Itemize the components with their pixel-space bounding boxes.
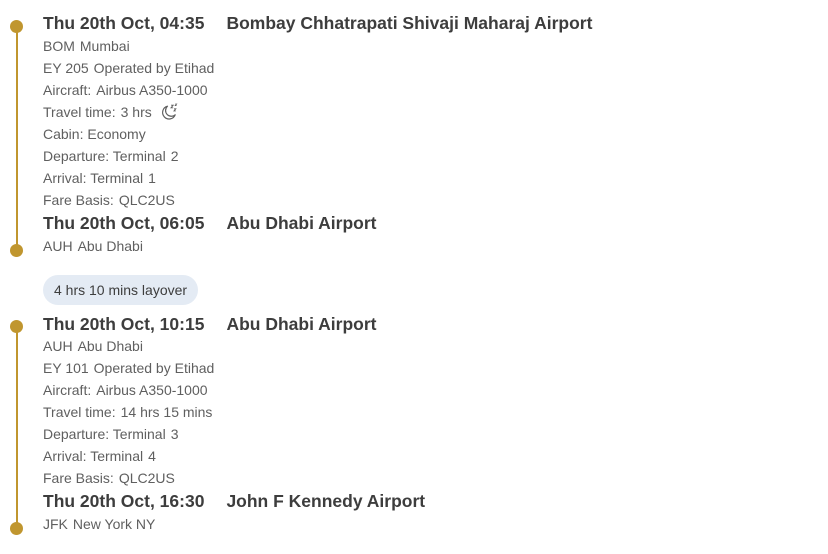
aircraft-info: Aircraft: Airbus A350-1000 xyxy=(43,380,208,400)
aircraft-info: Aircraft: Airbus A350-1000 xyxy=(43,80,208,100)
city-name: Abu Dhabi xyxy=(77,338,143,354)
arrival-terminal-info: Arrival: Terminal 1 xyxy=(43,168,156,188)
departure-terminal-value: 2 xyxy=(170,148,179,164)
arrival-airport: Abu Dhabi Airport xyxy=(226,213,377,233)
aircraft-value: Airbus A350-1000 xyxy=(96,82,208,98)
timeline-dot-departure xyxy=(10,20,23,33)
travel-time-value: 3 hrs xyxy=(120,104,152,120)
arrival-time: Thu 20th Oct, 06:05 xyxy=(43,213,205,233)
timeline-dot-arrival xyxy=(10,522,23,535)
arrival-location: AUH Abu Dhabi xyxy=(43,236,143,256)
arrival-airport: John F Kennedy Airport xyxy=(226,491,426,511)
arrival-terminal-label: Arrival: Terminal xyxy=(43,448,144,464)
travel-time-info: Travel time: 3 hrs xyxy=(43,102,178,122)
fare-basis-info: Fare Basis: QLC2US xyxy=(43,468,175,488)
fare-basis-info: Fare Basis: QLC2US xyxy=(43,190,175,210)
departure-time: Thu 20th Oct, 10:15 xyxy=(43,314,205,334)
operator: Operated by Etihad xyxy=(93,60,215,76)
airport-code: AUH xyxy=(43,338,73,354)
city-name: Mumbai xyxy=(79,38,130,54)
departure-airport: Bombay Chhatrapati Shivaji Maharaj Airpo… xyxy=(226,13,593,33)
arrival-time: Thu 20th Oct, 16:30 xyxy=(43,491,205,511)
cabin-info: Cabin: Economy xyxy=(43,124,146,144)
travel-time-info: Travel time: 14 hrs 15 mins xyxy=(43,402,212,422)
operator: Operated by Etihad xyxy=(93,360,215,376)
layover-badge: 4 hrs 10 mins layover xyxy=(43,275,199,305)
fare-basis-label: Fare Basis: xyxy=(43,192,114,208)
arrival-terminal-label: Arrival: Terminal xyxy=(43,170,144,186)
aircraft-label: Aircraft: xyxy=(43,82,92,98)
timeline-dot-arrival xyxy=(10,244,23,257)
arrival-terminal-value: 1 xyxy=(148,170,156,186)
flight-info: EY 101 Operated by Etihad xyxy=(43,358,214,378)
city-name: Abu Dhabi xyxy=(77,238,143,254)
airport-code: JFK xyxy=(43,516,68,532)
fare-basis-label: Fare Basis: xyxy=(43,470,114,486)
departure-time: Thu 20th Oct, 04:35 xyxy=(43,13,205,33)
flight-info: EY 205 Operated by Etihad xyxy=(43,58,214,78)
timeline-line xyxy=(16,326,18,528)
departure-header: Thu 20th Oct, 10:15 Abu Dhabi Airport xyxy=(43,314,376,340)
aircraft-label: Aircraft: xyxy=(43,382,92,398)
departure-terminal-info: Departure: Terminal 3 xyxy=(43,424,178,444)
flight-number: EY 101 xyxy=(43,360,89,376)
arrival-location: JFK New York NY xyxy=(43,514,155,534)
cabin-value: Cabin: Economy xyxy=(43,126,146,142)
fare-basis-value: QLC2US xyxy=(118,470,175,486)
aircraft-value: Airbus A350-1000 xyxy=(96,382,208,398)
departure-location: BOM Mumbai xyxy=(43,36,130,56)
departure-terminal-label: Departure: Terminal xyxy=(43,148,166,164)
arrival-header: Thu 20th Oct, 16:30 John F Kennedy Airpo… xyxy=(43,491,425,517)
departure-location: AUH Abu Dhabi xyxy=(43,336,143,356)
travel-time-label: Travel time: xyxy=(43,104,116,120)
departure-header: Thu 20th Oct, 04:35 Bombay Chhatrapati S… xyxy=(43,13,592,39)
travel-time-label: Travel time: xyxy=(43,404,116,420)
timeline-line xyxy=(16,26,18,250)
departure-terminal-info: Departure: Terminal 2 xyxy=(43,146,178,166)
departure-terminal-label: Departure: Terminal xyxy=(43,426,166,442)
timeline-dot-departure xyxy=(10,320,23,333)
fare-basis-value: QLC2US xyxy=(118,192,175,208)
departure-airport: Abu Dhabi Airport xyxy=(226,314,377,334)
airport-code: BOM xyxy=(43,38,75,54)
flight-number: EY 205 xyxy=(43,60,89,76)
departure-terminal-value: 3 xyxy=(170,426,179,442)
city-name: New York NY xyxy=(72,516,156,532)
airport-code: AUH xyxy=(43,238,73,254)
arrival-header: Thu 20th Oct, 06:05 Abu Dhabi Airport xyxy=(43,213,376,239)
arrival-terminal-value: 4 xyxy=(148,448,156,464)
arrival-terminal-info: Arrival: Terminal 4 xyxy=(43,446,156,466)
moon-sleep-icon xyxy=(160,103,178,121)
travel-time-value: 14 hrs 15 mins xyxy=(120,404,213,420)
